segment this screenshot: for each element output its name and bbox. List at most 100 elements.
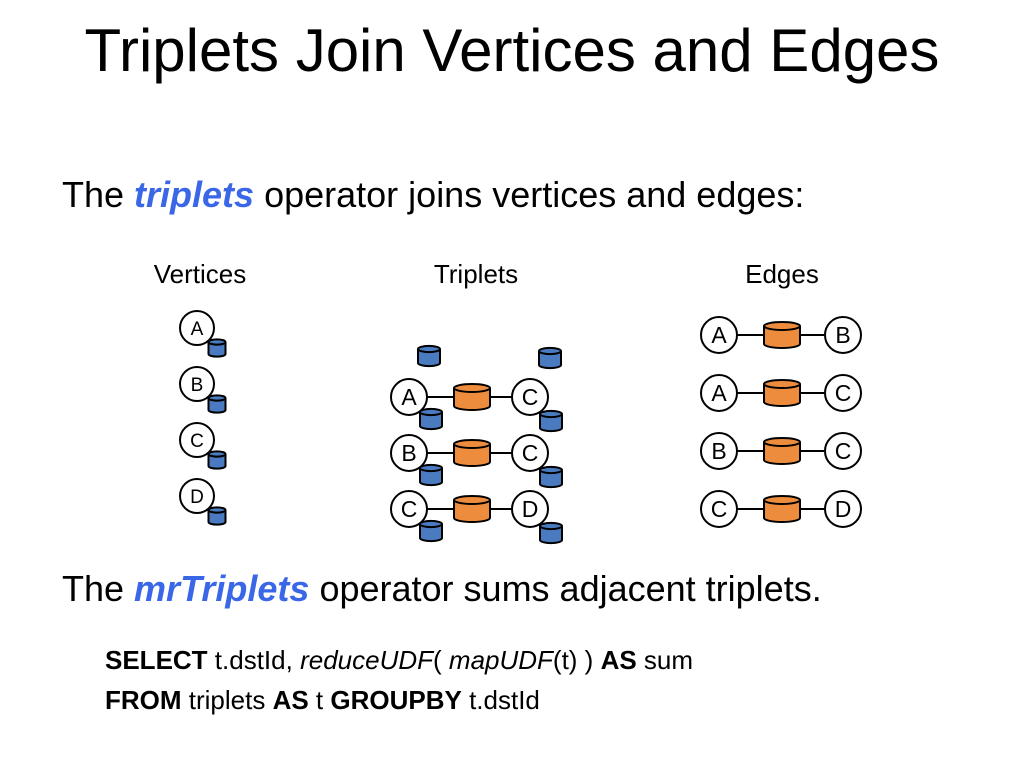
sql-keyword-from: FROM — [105, 685, 182, 715]
edge-src-node-circle — [700, 432, 738, 470]
vertex-data-icon — [538, 346, 562, 370]
edge-data-icon-body — [453, 388, 491, 411]
text-fragment: The — [62, 174, 135, 215]
sql-text: (t) ) — [552, 645, 601, 675]
edge-src-node-circle — [700, 490, 738, 528]
triplet-dst-node-circle — [511, 378, 549, 416]
edge-dst-node-circle — [824, 374, 862, 412]
sql-keyword-as: AS — [600, 645, 637, 675]
triplet-src-node-label: C — [401, 496, 418, 522]
vertex-node-circle — [179, 478, 215, 514]
edge-dst-node-label: D — [835, 496, 852, 522]
edge-dst-node-label: B — [835, 322, 850, 348]
edge-data-icon-body — [453, 444, 491, 467]
edge-dst-node-label: C — [835, 380, 852, 406]
triplet-src-node: B — [390, 434, 428, 472]
sql-text: ( — [433, 645, 449, 675]
edge-data-icon — [763, 379, 801, 407]
triplet-src-node-circle — [390, 434, 428, 472]
vertex-data-icon-body — [417, 349, 441, 368]
vertex-node: A — [179, 310, 215, 346]
edge-dst-node-label: C — [835, 438, 852, 464]
mrtriplets-operator-name: mrTriplets — [134, 568, 310, 609]
edges-heading: Edges — [745, 259, 819, 289]
sql-map-udf: mapUDF — [448, 645, 553, 675]
vertex-node: B — [179, 366, 215, 402]
triplet-src-node-circle — [390, 490, 428, 528]
vertex-data-icon — [419, 519, 443, 543]
triplet-src-node: C — [390, 490, 428, 528]
vertex-data-icon-body — [207, 398, 227, 414]
sql-text: triplets — [181, 685, 273, 715]
triplet-src-node-circle — [390, 378, 428, 416]
vertex-node-label: C — [190, 431, 204, 452]
slide-title: Triplets Join Vertices and Edges — [84, 17, 940, 84]
triplet-dst-node: C — [511, 434, 549, 472]
triplet-dst-node: C — [511, 378, 549, 416]
vertex-data-icon-top — [419, 407, 443, 417]
vertex-data-icon — [539, 465, 563, 489]
edge-data-icon — [763, 437, 801, 465]
edge-data-icon — [453, 383, 491, 411]
vertex-data-icon-body — [539, 470, 563, 489]
vertex-row: A — [179, 310, 227, 358]
vertex-data-icon-top — [539, 521, 563, 531]
edge-src-node-label: A — [711, 322, 727, 348]
vertex-node-label: A — [191, 319, 204, 340]
vertex-data-icon — [207, 450, 227, 470]
edge-dst-node: D — [824, 490, 862, 528]
edge-data-icon-body — [453, 500, 491, 523]
edge-data-icon-body — [763, 384, 801, 407]
edge-data-icon-top — [763, 495, 801, 505]
vertex-data-icon-top — [207, 450, 227, 458]
vertex-data-icon-top — [539, 409, 563, 419]
triplet-dst-node-label: C — [522, 384, 539, 410]
vertex-data-icon-body — [207, 510, 227, 526]
edge-dst-node: C — [824, 374, 862, 412]
vertex-data-icon-top — [539, 465, 563, 475]
sql-text: t.dstId — [461, 685, 540, 715]
vertex-data-icon-body — [419, 412, 443, 431]
sql-line-select: SELECT t.dstId, reduceUDF( mapUDF(t) ) A… — [105, 640, 693, 680]
text-fragment: operator sums adjacent triplets. — [309, 568, 822, 609]
vertex-data-icon-top — [419, 463, 443, 473]
edge-src-node: B — [700, 432, 738, 470]
edge-dst-node-circle — [824, 432, 862, 470]
triplet-dst-node-label: C — [522, 440, 539, 466]
triplets-description: The triplets operator joins vertices and… — [62, 167, 922, 223]
sql-reduce-udf: reduceUDF — [300, 645, 434, 675]
triplet-dst-node-circle — [511, 490, 549, 528]
edge-dst-node-circle — [824, 316, 862, 354]
triplet-dst-node-label: D — [522, 496, 539, 522]
edge-data-icon-top — [763, 437, 801, 447]
vertex-data-icon-top — [207, 394, 227, 402]
edge-data-icon-body — [763, 442, 801, 465]
sql-keyword-groupby: GROUPBY — [330, 685, 462, 715]
mrtriplets-description: The mrTriplets operator sums adjacent tr… — [62, 561, 922, 617]
triplet-dst-node: D — [511, 490, 549, 528]
triplet-src-node: A — [390, 378, 428, 416]
sql-keyword-select: SELECT — [105, 645, 208, 675]
sql-text: t.dstId, — [207, 645, 301, 675]
sql-line-from: FROM triplets AS t GROUPBY t.dstId — [105, 680, 540, 720]
triplets-operator-name: triplets — [134, 174, 255, 215]
vertex-node-circle — [179, 422, 215, 458]
edge-src-node-label: A — [711, 380, 727, 406]
sql-text: t — [308, 685, 331, 715]
edge-src-node: C — [700, 490, 738, 528]
triplet-src-node-label: A — [401, 384, 417, 410]
edge-dst-node: B — [824, 316, 862, 354]
edge-data-icon-top — [763, 379, 801, 389]
vertex-data-icon-body — [207, 454, 227, 470]
edge-data-icon-top — [763, 321, 801, 331]
vertex-data-icon-top — [419, 519, 443, 529]
vertex-data-icon — [539, 409, 563, 433]
vertex-data-icon-body — [207, 342, 227, 358]
